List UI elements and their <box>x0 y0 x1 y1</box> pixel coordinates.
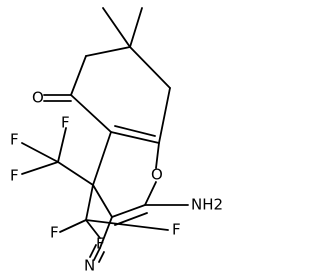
bond-c3ring-c2 <box>111 204 146 218</box>
atom-fluorine-6: F <box>172 221 181 239</box>
bond-cn-triple-2 <box>98 251 105 263</box>
bond-c8-o <box>155 142 160 169</box>
bond-methyl-2 <box>129 7 143 48</box>
atom-oxygen-ring: O <box>151 166 163 184</box>
bond-o-c2 <box>144 181 157 206</box>
bond-c4-c3ring <box>92 184 113 218</box>
atom-amino: NH2 <box>191 196 223 214</box>
bond-cf3a-f3 <box>57 127 67 163</box>
atom-fluorine-4: F <box>50 224 59 242</box>
bond-methyl-1 <box>102 7 131 48</box>
bond-c3-c4 <box>92 131 112 186</box>
atom-fluorine-3: F <box>61 114 70 132</box>
bond-c3-c8 <box>110 131 160 144</box>
bond-c4-cf3b <box>85 184 94 221</box>
atom-nitrile-nitrogen: N <box>84 257 95 274</box>
bond-cf3b-f5 <box>85 219 101 239</box>
bond-c3-c8-double <box>114 125 156 137</box>
atom-fluorine-1: F <box>10 131 19 149</box>
bond-c3ring-c2-double <box>114 212 148 226</box>
molecule-structure: O O NH2 N F F F F F F <box>10 7 223 274</box>
bond-c5-c4 <box>70 55 87 96</box>
bond-c4-c3 <box>70 94 112 133</box>
bond-cf3b-f6 <box>85 219 169 231</box>
bond-cn-triple-3 <box>89 244 97 258</box>
bond-c7-c6 <box>129 46 171 89</box>
bond-cf3b-f4 <box>59 219 87 233</box>
atom-fluorine-5: F <box>96 235 105 253</box>
bond-cf3a-f1 <box>21 142 59 163</box>
bond-cn-triple-1 <box>93 247 101 261</box>
bond-c4-cf3a <box>57 161 94 186</box>
bond-c8-c7 <box>158 87 171 144</box>
bond-cf3a-f2 <box>21 161 59 175</box>
bond-c6-c5 <box>85 46 131 57</box>
atom-fluorine-2: F <box>10 167 19 185</box>
atom-oxygen-ketone: O <box>32 89 44 107</box>
